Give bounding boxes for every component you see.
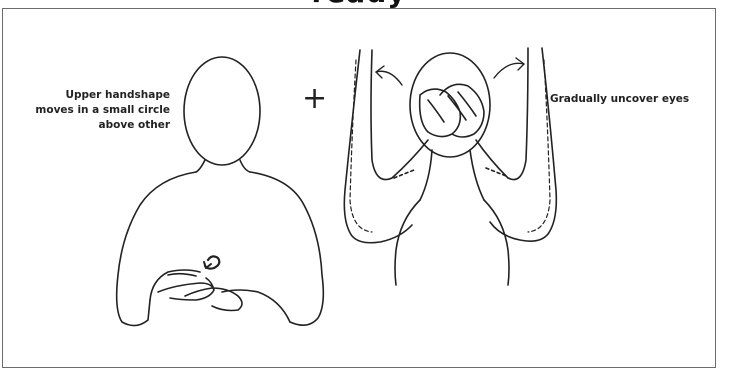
figure-right-head xyxy=(410,53,490,157)
figure-left-arms xyxy=(150,270,290,322)
figure-right xyxy=(344,48,556,285)
caption-left: Upper handshape moves in a small circle … xyxy=(30,88,170,133)
figure-right-left-arm xyxy=(344,50,412,243)
figure-right-hands xyxy=(420,84,484,137)
motion-arrow-left xyxy=(376,71,402,85)
figure-right-right-arm xyxy=(490,48,556,241)
caption-right: Gradually uncover eyes xyxy=(550,92,700,107)
figure-right-shoulders xyxy=(395,200,509,285)
plus-connector: + xyxy=(302,84,327,114)
figure-left-head xyxy=(184,57,260,165)
figure-left-neck xyxy=(196,160,250,172)
figure-left-hands xyxy=(158,274,242,311)
motion-arrow-right xyxy=(494,63,524,78)
figure-left-torso xyxy=(117,172,324,326)
